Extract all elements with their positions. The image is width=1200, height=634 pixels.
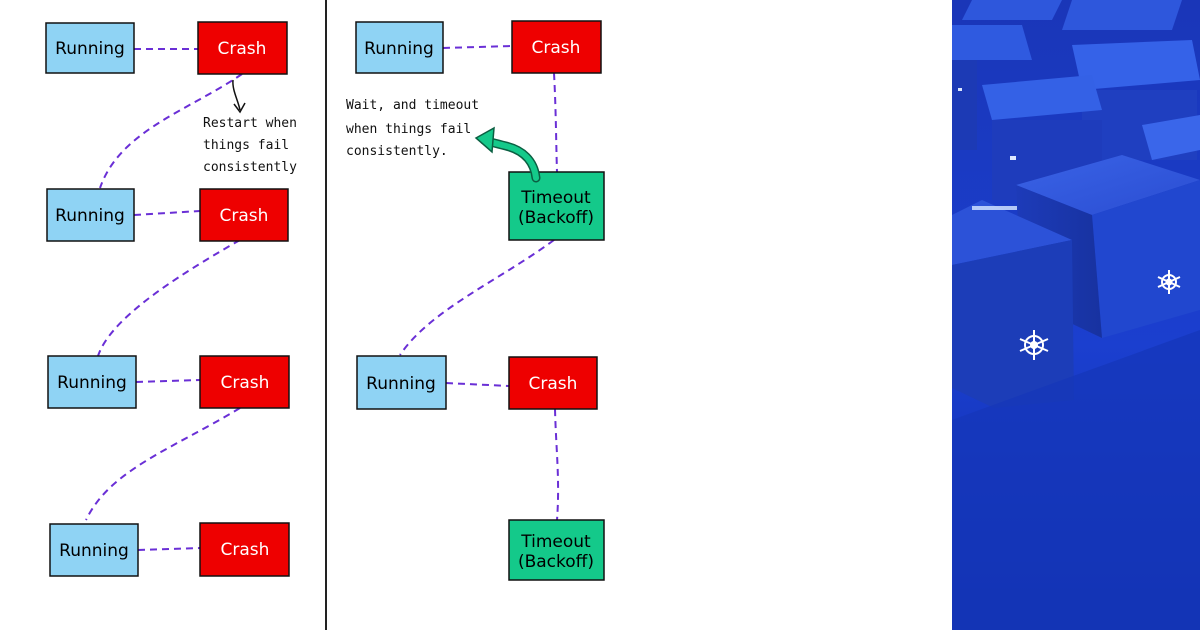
running-node: Running xyxy=(46,188,135,242)
running-node: Running xyxy=(49,523,139,577)
timeout-backoff-node: Timeout (Backoff) xyxy=(508,171,605,241)
svg-text:Crash: Crash xyxy=(529,374,578,394)
crash-node: Crash xyxy=(199,188,289,242)
svg-text:Timeout: Timeout xyxy=(520,188,591,208)
svg-text:Running: Running xyxy=(57,373,127,393)
connector xyxy=(137,547,201,551)
svg-text:Crash: Crash xyxy=(221,373,270,393)
annotation-arrow xyxy=(232,79,241,111)
running-node: Running xyxy=(356,355,447,410)
crash-node: Crash xyxy=(511,20,602,74)
svg-text:things fail: things fail xyxy=(203,138,289,153)
kubernetes-wheel-icon xyxy=(1019,330,1049,360)
restart-annotation: Restart when things fail consistently xyxy=(203,116,297,175)
connector xyxy=(445,382,510,387)
running-node: Running xyxy=(45,22,135,74)
svg-text:Running: Running xyxy=(366,374,436,394)
svg-text:Timeout: Timeout xyxy=(520,532,591,552)
running-node: Running xyxy=(47,355,137,409)
svg-text:Running: Running xyxy=(364,39,434,59)
wait-annotation: Wait, and timeout when things fail consi… xyxy=(346,98,479,159)
svg-text:Crash: Crash xyxy=(221,540,270,560)
svg-text:when things fail: when things fail xyxy=(346,122,471,137)
running-node: Running xyxy=(355,21,444,74)
svg-text:Crash: Crash xyxy=(532,38,581,58)
connector xyxy=(553,72,558,173)
connector xyxy=(399,239,555,356)
svg-text:Running: Running xyxy=(59,541,129,561)
svg-text:Restart when: Restart when xyxy=(203,116,297,131)
restart-vs-backoff-diagram: Running Crash Running Crash Running Cras… xyxy=(45,0,605,630)
svg-text:Wait, and timeout: Wait, and timeout xyxy=(346,98,479,113)
crash-node: Crash xyxy=(508,356,598,410)
svg-text:Crash: Crash xyxy=(220,206,269,226)
crash-node: Crash xyxy=(199,355,290,409)
svg-text:Running: Running xyxy=(55,206,125,226)
annotation-arrowhead xyxy=(233,102,246,114)
timeout-backoff-node: Timeout (Backoff) xyxy=(508,519,605,581)
connector xyxy=(85,407,241,521)
svg-text:Crash: Crash xyxy=(218,39,267,59)
curved-arrow-icon xyxy=(474,126,541,183)
kubernetes-wheel-icon xyxy=(1157,270,1181,294)
crash-node: Crash xyxy=(199,522,290,577)
connector xyxy=(442,45,513,49)
svg-text:(Backoff): (Backoff) xyxy=(518,552,594,572)
svg-text:(Backoff): (Backoff) xyxy=(518,208,594,228)
connector xyxy=(99,73,243,189)
connector xyxy=(97,239,241,357)
kubernetes-cubes-photo xyxy=(952,0,1200,630)
connector xyxy=(554,408,560,521)
connector xyxy=(133,210,201,216)
crash-node: Crash xyxy=(197,21,288,75)
connector xyxy=(135,379,201,383)
svg-text:consistently.: consistently. xyxy=(346,144,448,159)
svg-text:consistently: consistently xyxy=(203,160,297,175)
svg-text:Running: Running xyxy=(55,39,125,59)
